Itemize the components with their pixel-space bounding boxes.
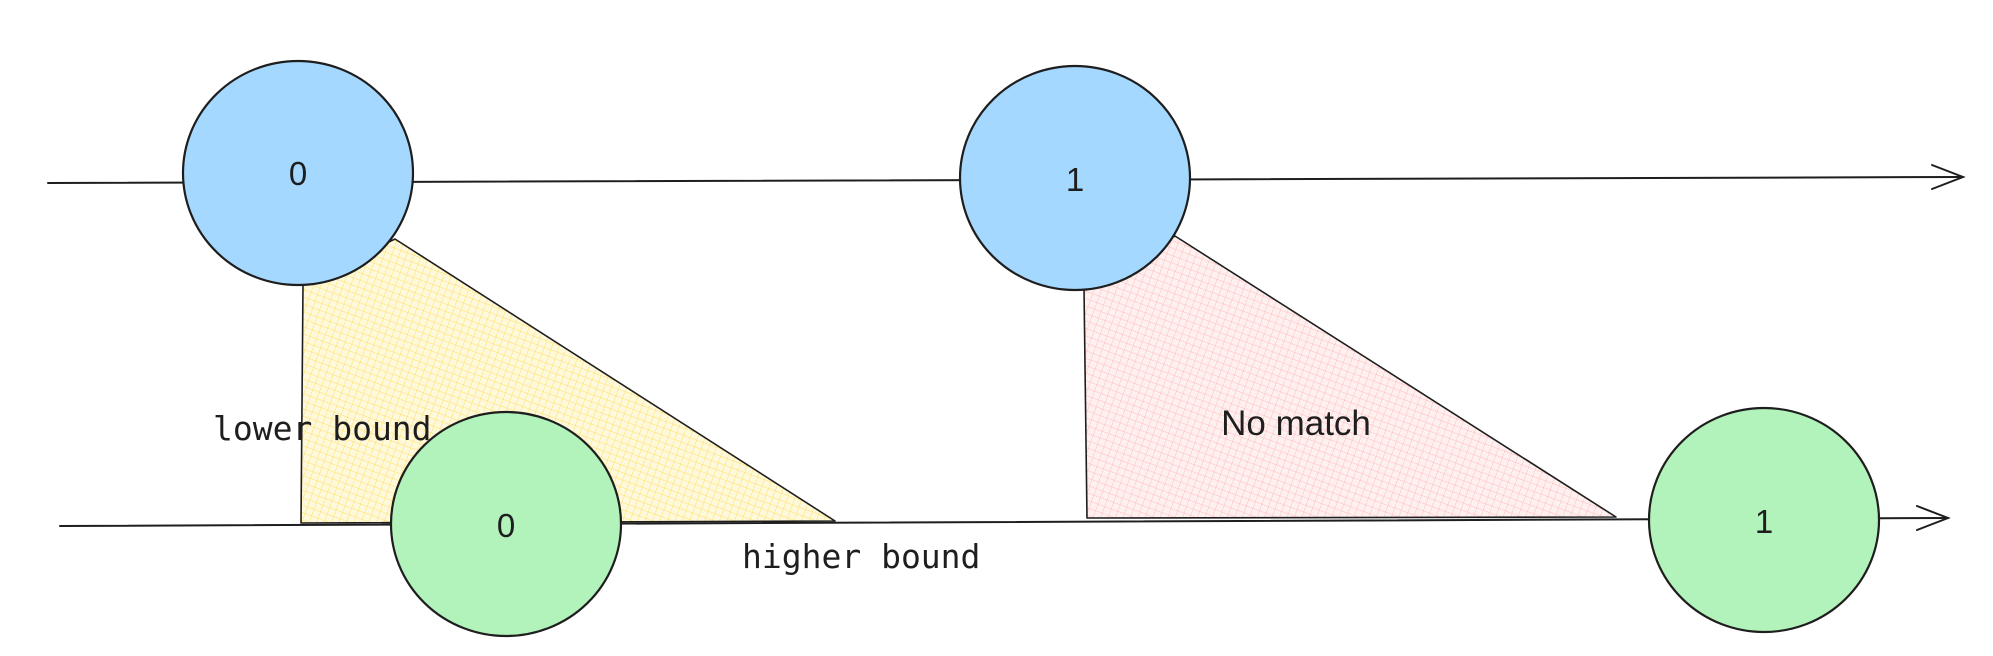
bottom-node-0: 0 — [389, 410, 623, 638]
top-node-0: 0 — [181, 59, 415, 287]
top-timeline-arrowhead — [1931, 164, 1966, 190]
higher-bound-label: higher bound — [742, 537, 980, 576]
bottom-node-1-label: 1 — [1755, 503, 1773, 540]
top-stream: 0 1 — [47, 59, 1966, 292]
bottom-stream: 0 1 — [59, 406, 1951, 638]
top-node-1: 1 — [958, 64, 1192, 292]
bottom-node-1: 1 — [1647, 406, 1881, 634]
top-node-0-label: 0 — [289, 155, 307, 192]
bottom-timeline-arrowhead — [1916, 505, 1951, 531]
no-match-window-region — [1083, 235, 1617, 519]
no-match-label: No match — [1221, 404, 1371, 443]
top-node-1-label: 1 — [1066, 161, 1084, 198]
bottom-node-0-label: 0 — [497, 507, 515, 544]
lower-bound-label: lower bound — [213, 409, 432, 448]
bottom-timeline — [59, 517, 1949, 527]
